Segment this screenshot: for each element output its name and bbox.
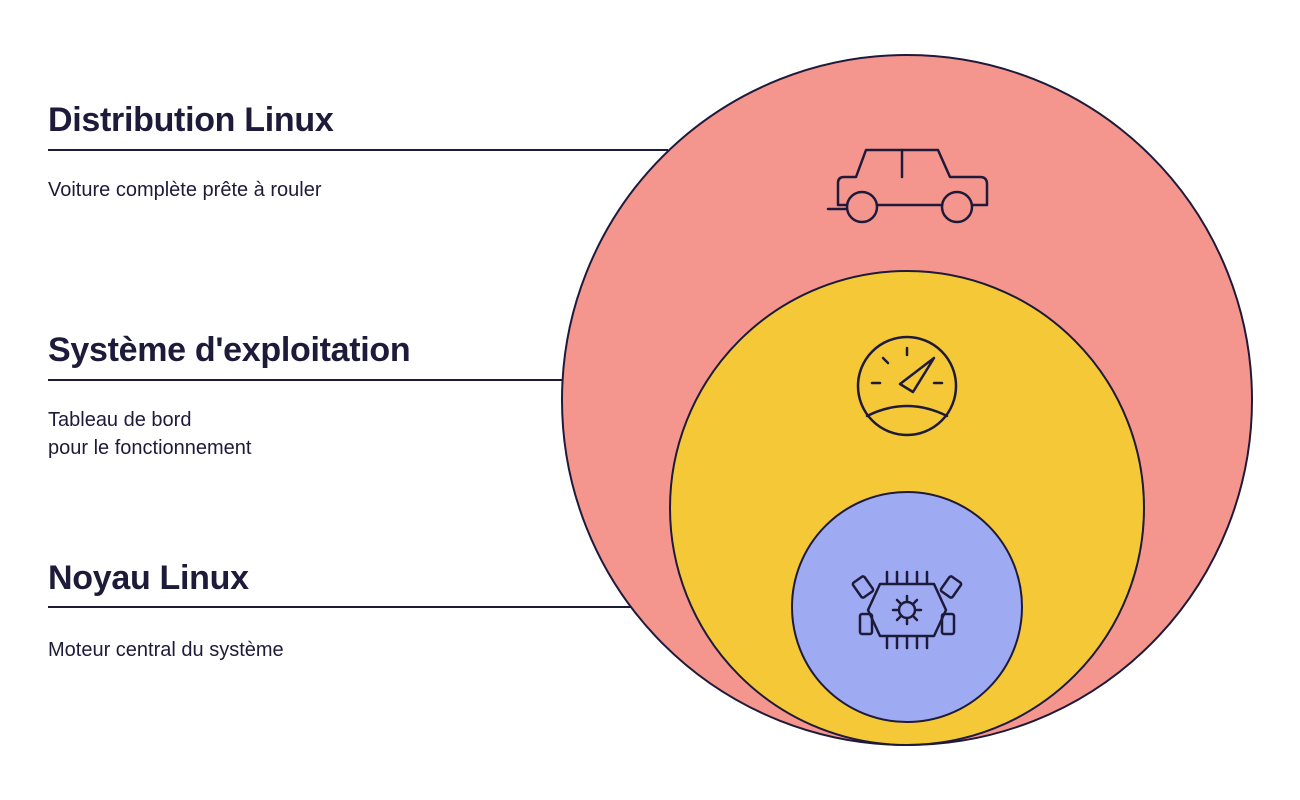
os-label: Système d'exploitation Tableau de bord p… — [48, 330, 411, 459]
distribution-description-line: Voiture complète prête à rouler — [48, 179, 322, 201]
distribution-label: Distribution Linux Voiture complète prêt… — [48, 100, 334, 201]
car-icon — [826, 148, 989, 224]
kernel-description: Moteur central du système — [48, 636, 284, 664]
os-description-line-1: Tableau de bord — [48, 409, 192, 431]
kernel-description-line: Moteur central du système — [48, 639, 284, 661]
speedometer-icon — [856, 335, 958, 437]
os-description: Tableau de bord pour le fonctionnement — [48, 406, 251, 462]
kernel-label: Noyau Linux Moteur central du système — [48, 558, 284, 661]
os-description-line-2: pour le fonctionnement — [48, 437, 252, 459]
distribution-description: Voiture complète prête à rouler — [48, 176, 322, 204]
distribution-title: Distribution Linux — [48, 101, 334, 139]
kernel-circle — [791, 491, 1023, 723]
os-title: Système d'exploitation — [48, 331, 411, 369]
engine-icon — [851, 570, 963, 650]
kernel-title: Noyau Linux — [48, 559, 249, 597]
